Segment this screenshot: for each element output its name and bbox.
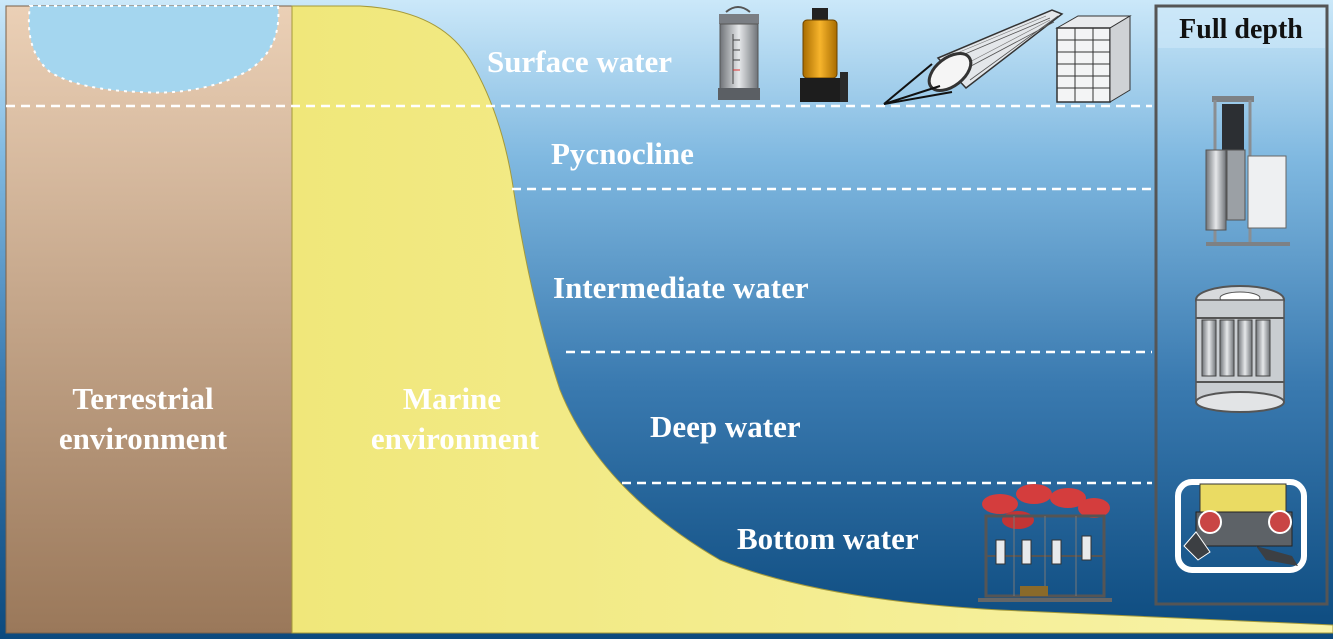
terrestrial-label-line1: Terrestrial (72, 381, 214, 416)
terrestrial-land (5, 5, 293, 634)
benthic-lander-icon (978, 484, 1112, 602)
bottom-water-label: Bottom water (737, 521, 919, 556)
full-depth-panel (1154, 4, 1329, 606)
ctd-sampler-icon (1205, 96, 1290, 246)
continental-slope (291, 5, 1333, 634)
submersible-pump-icon (800, 8, 848, 102)
plankton-net-icon (883, 9, 1064, 105)
sediment-trap-array-icon (1055, 15, 1132, 103)
terrestrial-label-line2: environment (59, 421, 228, 456)
lake (27, 5, 280, 94)
surface-water-label: Surface water (487, 44, 672, 79)
deep-water-label: Deep water (650, 409, 801, 444)
rosette-sampler-icon (1195, 285, 1285, 413)
water-sampler-bottle-icon (718, 6, 760, 100)
intermediate-water-label: Intermediate water (553, 270, 809, 305)
full-depth-title-bg (1158, 8, 1325, 48)
pycnocline-label: Pycnocline (551, 136, 694, 171)
full-depth-title: Full depth (1179, 14, 1303, 45)
marine-label-line1: Marine (403, 381, 501, 416)
rov-icon (1175, 479, 1307, 573)
marine-label-line2: environment (371, 421, 540, 456)
